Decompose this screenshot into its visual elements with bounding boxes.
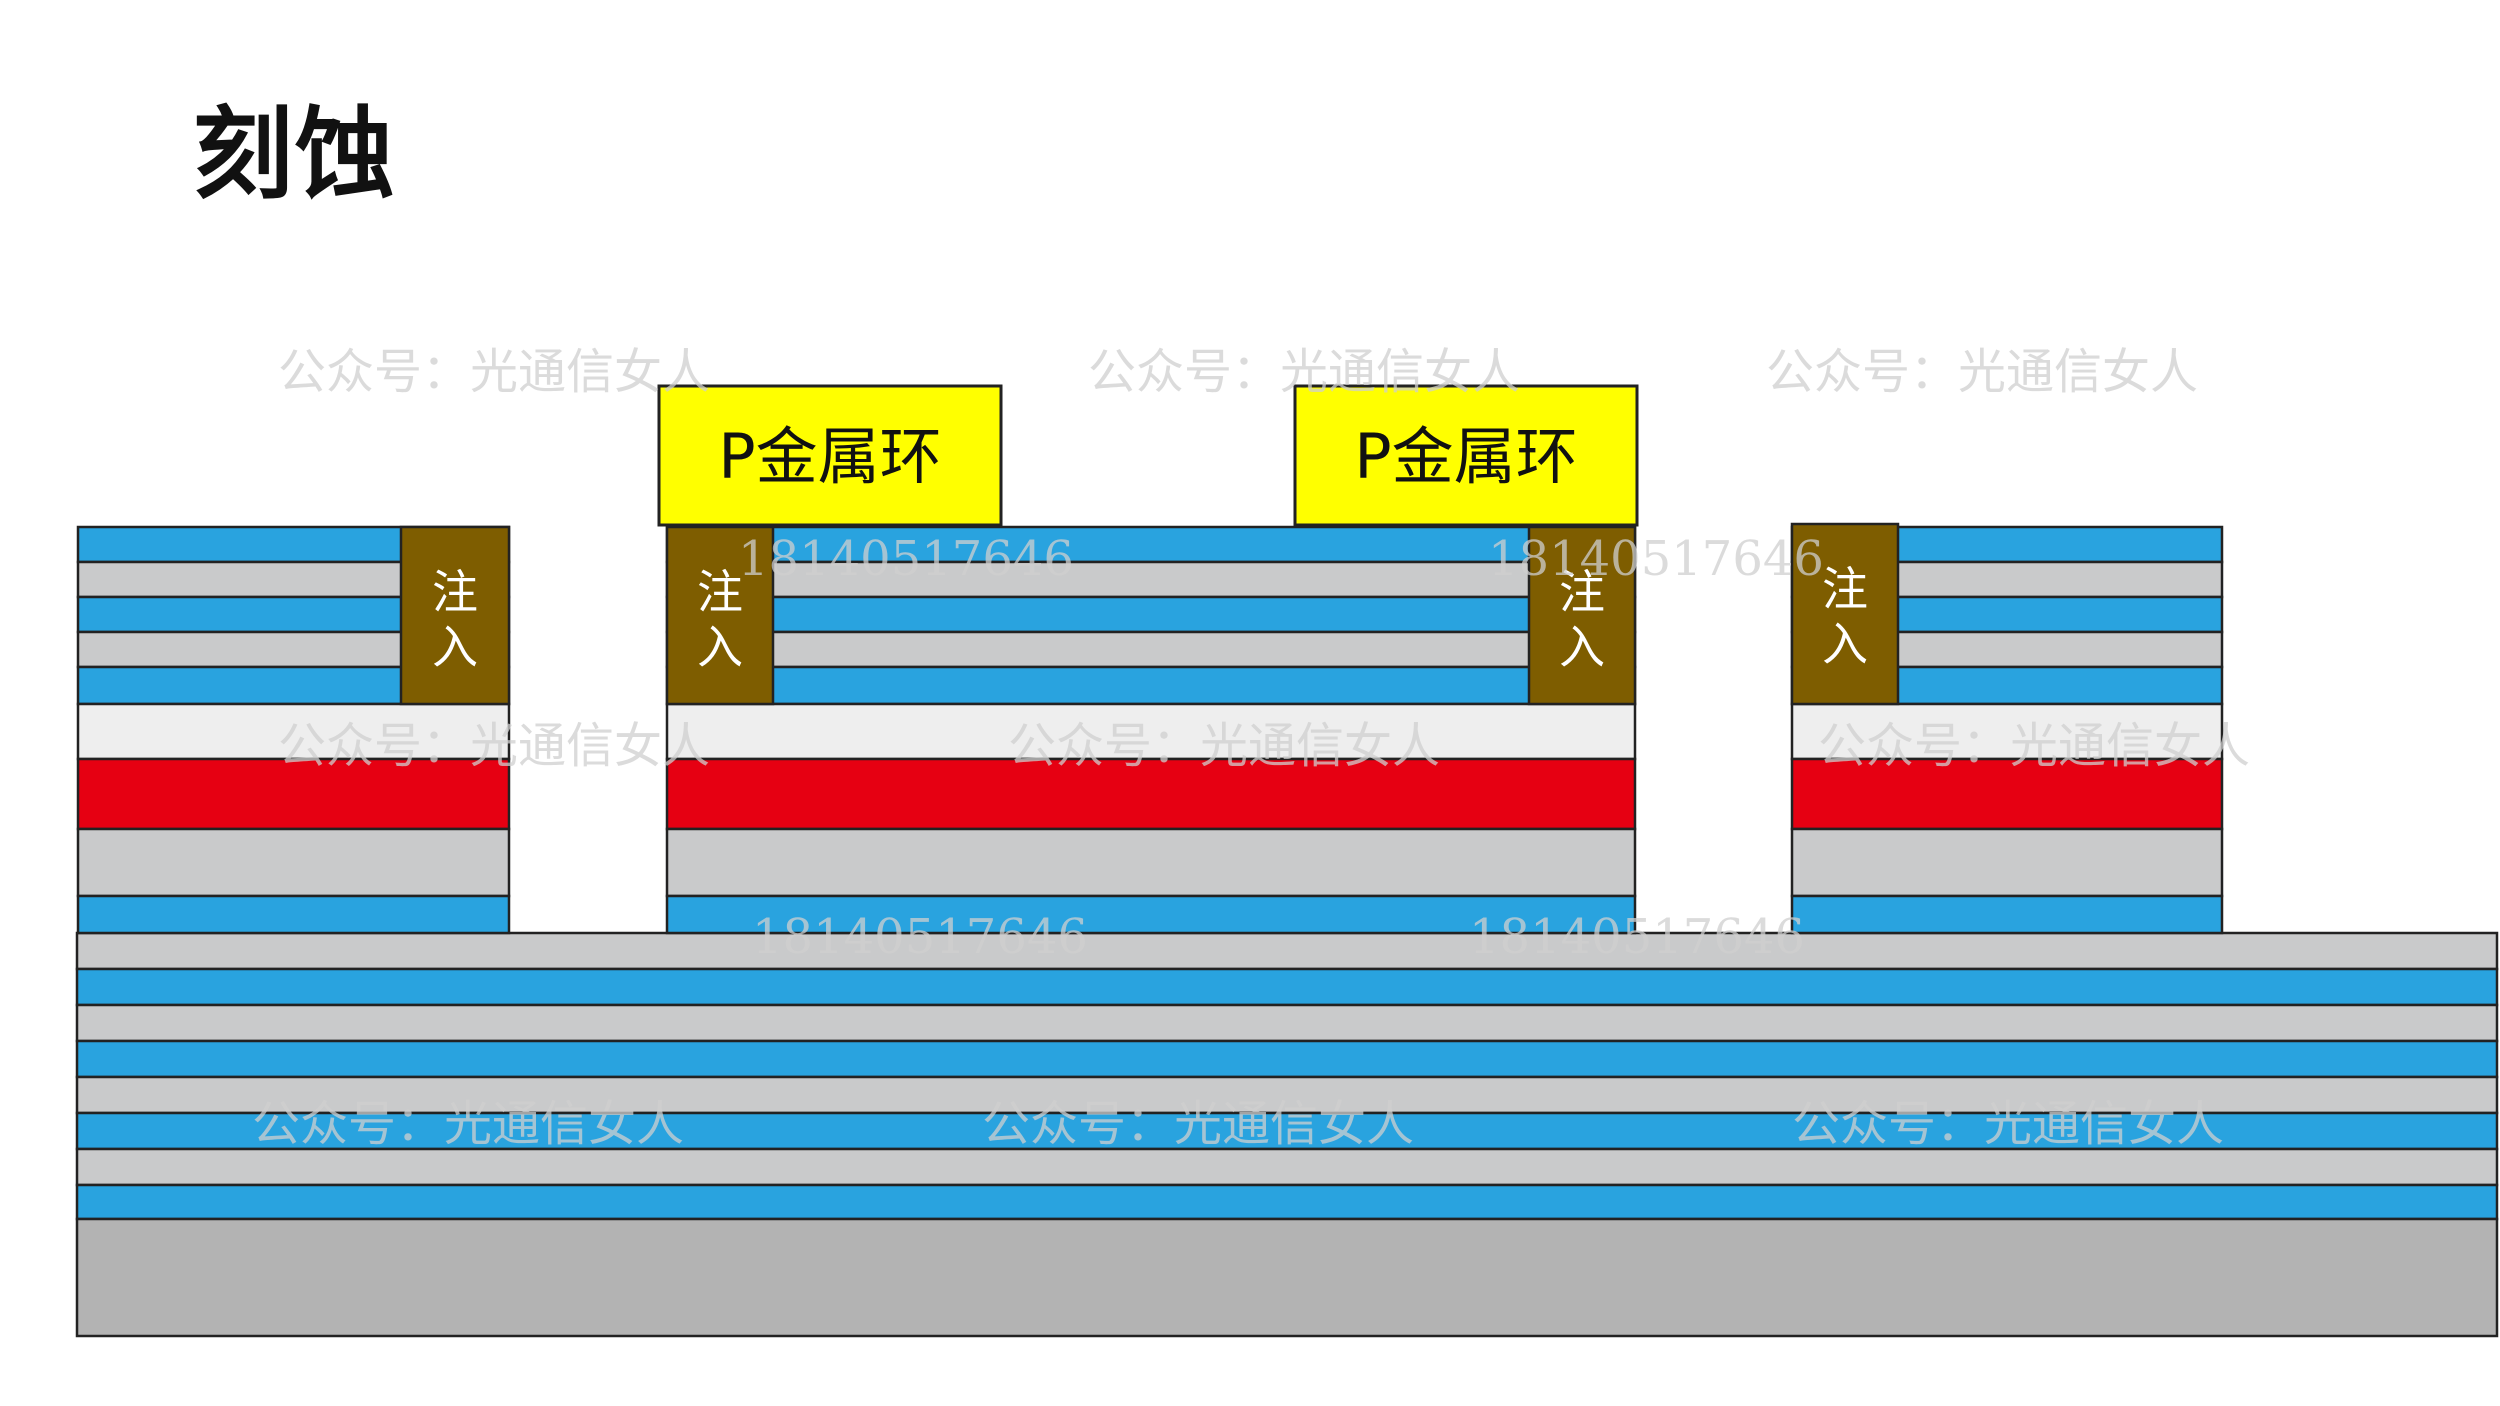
watermark-account: 公众号：光通信女人 (252, 1096, 684, 1152)
active-layer (76, 757, 511, 831)
watermarks: 公众号：光通信女人 公众号：光通信女人 公众号：光通信女人 1814051764… (252, 344, 2250, 1152)
p-metal-rings: P金属环 P金属环 (657, 384, 1639, 527)
spacer-layer (1790, 827, 2224, 898)
bottom-dbr-layer (75, 967, 2499, 1007)
bottom-dbr-layer (75, 1147, 2499, 1187)
oxide-layer (1790, 702, 2224, 761)
mesa-base-layer (76, 894, 511, 935)
bottom-dbr-stack (75, 931, 2499, 1338)
implant-region (399, 525, 511, 706)
watermark-account: 公众号：光通信女人 (1088, 344, 1520, 400)
implant-label-bottom: 入 (1559, 620, 1605, 674)
p-metal-ring-label: P金属环 (718, 420, 941, 493)
bottom-dbr-layer (75, 931, 2499, 971)
watermark-account: 公众号：光通信女人 (278, 718, 710, 774)
watermark-account: 公众号：光通信女人 (1008, 718, 1440, 774)
spacer-layer (665, 827, 1637, 898)
watermark-account: 公众号：光通信女人 (1766, 344, 2198, 400)
page-title: 刻蚀 (193, 96, 397, 213)
bottom-dbr-layer (75, 1003, 2499, 1043)
mesa-base-layer (1790, 894, 2224, 935)
spacer-layer (76, 827, 511, 898)
watermark-phone: 18140517646 (752, 909, 1088, 965)
center-mesa: 注 入 注 入 (665, 525, 1637, 935)
oxide-layer (76, 702, 511, 761)
oxide-layer (665, 702, 1637, 761)
implant-label-top: 注 (1559, 565, 1605, 619)
substrate (75, 1217, 2499, 1338)
implant-label-top: 注 (432, 565, 478, 619)
watermark-account: 公众号：光通信女人 (982, 1096, 1414, 1152)
p-metal-ring-label: P金属环 (1354, 420, 1577, 493)
watermark-phone: 18140517646 (1488, 531, 1824, 587)
right-mesa: 注 入 (1790, 522, 2224, 935)
active-layer (665, 757, 1637, 831)
implant-label-top: 注 (697, 565, 743, 619)
implant-label-bottom: 入 (1822, 617, 1868, 671)
bottom-dbr-layer (75, 1039, 2499, 1079)
watermark-account: 公众号：光通信女人 (1818, 718, 2250, 774)
implant-label-top: 注 (1822, 562, 1868, 616)
p-metal-ring-left (657, 384, 1003, 527)
mesa-base-layer (665, 894, 1637, 935)
watermark-account: 公众号：光通信女人 (278, 344, 710, 400)
top-dbr-layer (665, 630, 1637, 669)
implant-region (665, 525, 775, 706)
p-metal-ring-right (1293, 384, 1639, 527)
watermark-phone: 18140517646 (1469, 909, 1805, 965)
top-dbr-layer (665, 595, 1637, 634)
implant-region (1790, 522, 1900, 706)
watermark-phone: 18140517646 (738, 531, 1074, 587)
bottom-dbr-layer (75, 1183, 2499, 1221)
implant-label-bottom: 入 (697, 620, 743, 674)
active-layer (1790, 757, 2224, 831)
watermark-account: 公众号：光通信女人 (1792, 1096, 2224, 1152)
top-dbr-layer (665, 665, 1637, 706)
left-mesa: 注 入 (76, 525, 511, 935)
implant-label-bottom: 入 (432, 620, 478, 674)
implant-region (1527, 525, 1637, 706)
